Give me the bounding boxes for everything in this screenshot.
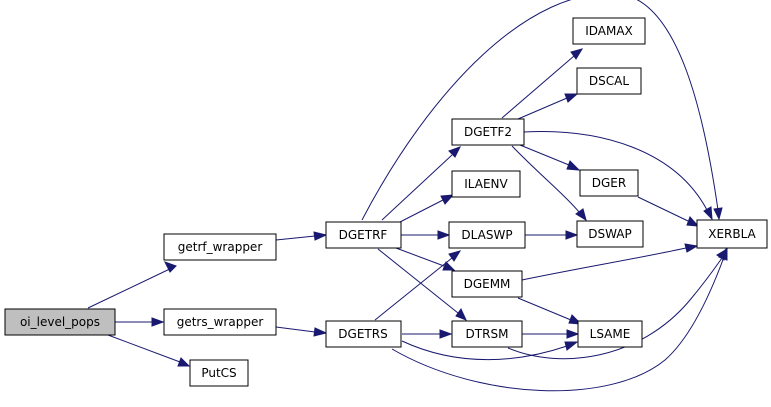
- node-dtrsm-label: DTRSM: [466, 327, 509, 341]
- node-dlaswp-label: DLASWP: [461, 228, 512, 242]
- node-oi-level-pops-label: oi_level_pops: [20, 315, 100, 329]
- edge-dgetrf-dgetf2: [381, 146, 462, 221]
- edge-dtrsm-lsame: [522, 329, 580, 339]
- node-dswap[interactable]: DSWAP: [576, 220, 644, 248]
- node-getrf-wrapper[interactable]: getrf_wrapper: [163, 233, 277, 261]
- node-xerbla-label: XERBLA: [708, 227, 756, 241]
- edge-oi_level_pops-getrf_wrapper: [87, 261, 177, 309]
- node-lsame[interactable]: LSAME: [577, 320, 643, 348]
- node-lsame-label: LSAME: [590, 327, 631, 341]
- edge-dgetf2-dswap: [511, 145, 587, 222]
- edge-getrs_wrapper-dgetrs: [275, 326, 328, 337]
- call-graph-nodes: oi_level_pops getrf_wrapper getrs_wrappe…: [4, 17, 768, 387]
- edge-dgetrs-dtrsm: [402, 329, 453, 339]
- call-graph-edges: [87, 0, 728, 392]
- node-getrf-wrapper-label: getrf_wrapper: [178, 240, 263, 254]
- node-putcs-label: PutCS: [201, 366, 236, 380]
- node-dgetrf-label: DGETRF: [339, 228, 388, 242]
- node-dgemm[interactable]: DGEMM: [451, 270, 523, 298]
- node-dger[interactable]: DGER: [579, 169, 639, 197]
- node-dger-label: DGER: [592, 176, 626, 190]
- node-dgetf2[interactable]: DGETF2: [451, 118, 525, 146]
- edge-dgetrs-xerbla: [391, 246, 728, 392]
- node-dgetrs[interactable]: DGETRS: [325, 320, 402, 348]
- node-ilaenv-label: ILAENV: [464, 177, 508, 191]
- edge-dgetf2-dger: [519, 144, 581, 171]
- node-getrs-wrapper-label: getrs_wrapper: [177, 315, 264, 329]
- edge-dger-xerbla: [637, 196, 700, 227]
- edge-dgetf2-idamax: [501, 48, 584, 119]
- node-oi-level-pops[interactable]: oi_level_pops: [4, 308, 116, 336]
- edge-dgetrf-xerbla: [361, 0, 723, 221]
- node-xerbla[interactable]: XERBLA: [696, 219, 768, 249]
- node-dlaswp[interactable]: DLASWP: [448, 221, 526, 249]
- edge-getrf_wrapper-dgetrf: [275, 231, 328, 241]
- edge-dgetf2-dscal: [517, 93, 579, 120]
- node-putcs[interactable]: PutCS: [189, 359, 249, 387]
- edge-dgemm-xerbla: [521, 243, 699, 281]
- node-dscal[interactable]: DSCAL: [576, 67, 642, 95]
- edge-dgetf2-xerbla: [523, 131, 713, 221]
- edge-dgemm-lsame: [517, 297, 583, 325]
- edge-dgetrs-lsame: [401, 340, 579, 361]
- edge-dgetrf-dlaswp: [401, 230, 451, 240]
- node-getrs-wrapper[interactable]: getrs_wrapper: [163, 308, 277, 336]
- node-idamax-label: IDAMAX: [585, 24, 633, 38]
- edge-oi_level_pops-putcs: [107, 334, 191, 367]
- node-dgemm-label: DGEMM: [464, 277, 511, 291]
- node-dgetrf[interactable]: DGETRF: [325, 221, 402, 249]
- node-dscal-label: DSCAL: [589, 74, 629, 88]
- edge-dgetrs-dlaswp: [374, 250, 462, 321]
- node-dtrsm[interactable]: DTRSM: [451, 320, 523, 348]
- node-ilaenv[interactable]: ILAENV: [451, 170, 521, 198]
- edge-dtrsm-xerbla: [507, 247, 728, 360]
- node-dswap-label: DSWAP: [588, 227, 632, 241]
- edge-dgetrf-dtrsm: [377, 248, 467, 321]
- node-idamax[interactable]: IDAMAX: [572, 17, 646, 45]
- edge-oi_level_pops-getrs_wrapper: [115, 317, 165, 327]
- node-dgetf2-label: DGETF2: [464, 125, 512, 139]
- edge-dgetrf-ilaenv: [399, 194, 455, 223]
- edge-dlaswp-dswap: [525, 230, 579, 240]
- edge-dgetrf-dgemm: [395, 247, 456, 271]
- node-dgetrs-label: DGETRS: [338, 327, 387, 341]
